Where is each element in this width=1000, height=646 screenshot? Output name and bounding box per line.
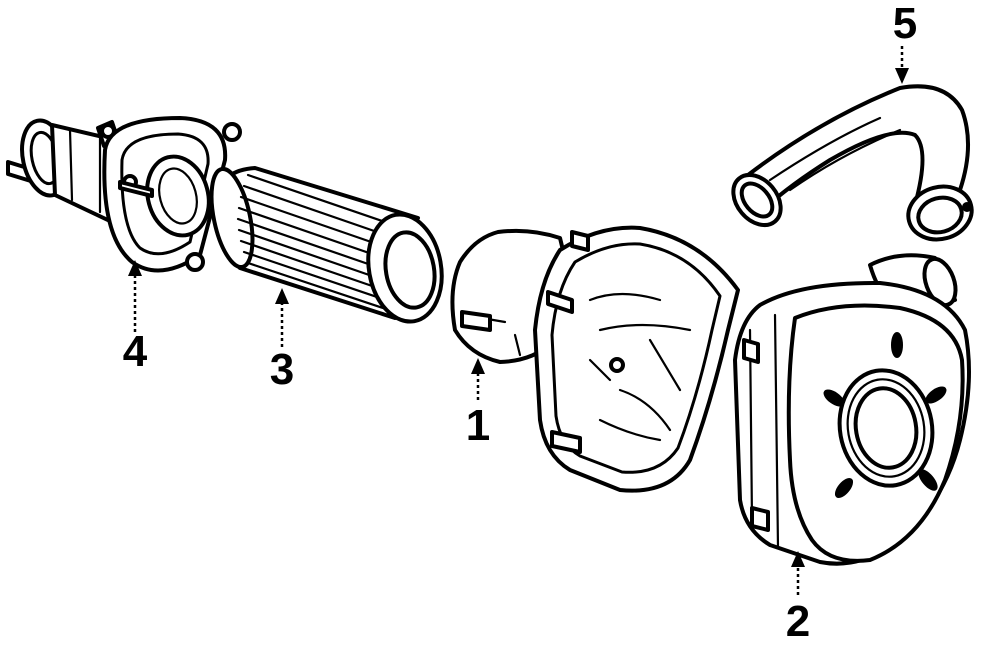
callout-numbers: 4 3 1 2 5 xyxy=(123,0,917,646)
callout-label-2: 2 xyxy=(786,597,810,646)
leader-arrow-3 xyxy=(275,288,289,304)
part-5-intake-duct xyxy=(731,84,974,242)
part-3-filter-element xyxy=(209,166,444,324)
callout-label-4: 4 xyxy=(123,327,148,376)
leader-arrow-5 xyxy=(895,68,909,84)
callout-label-5: 5 xyxy=(893,0,917,48)
part-1-air-cleaner-housing xyxy=(450,225,740,493)
part-2-housing-cover xyxy=(733,253,971,566)
leader-arrow-2 xyxy=(791,551,805,567)
callout-leaders xyxy=(128,46,909,595)
callout-label-1: 1 xyxy=(466,401,490,450)
part-4-inlet-tube-bracket xyxy=(6,116,242,273)
callout-label-3: 3 xyxy=(270,345,294,394)
leader-arrow-1 xyxy=(471,358,485,374)
leader-arrow-4 xyxy=(128,260,142,276)
